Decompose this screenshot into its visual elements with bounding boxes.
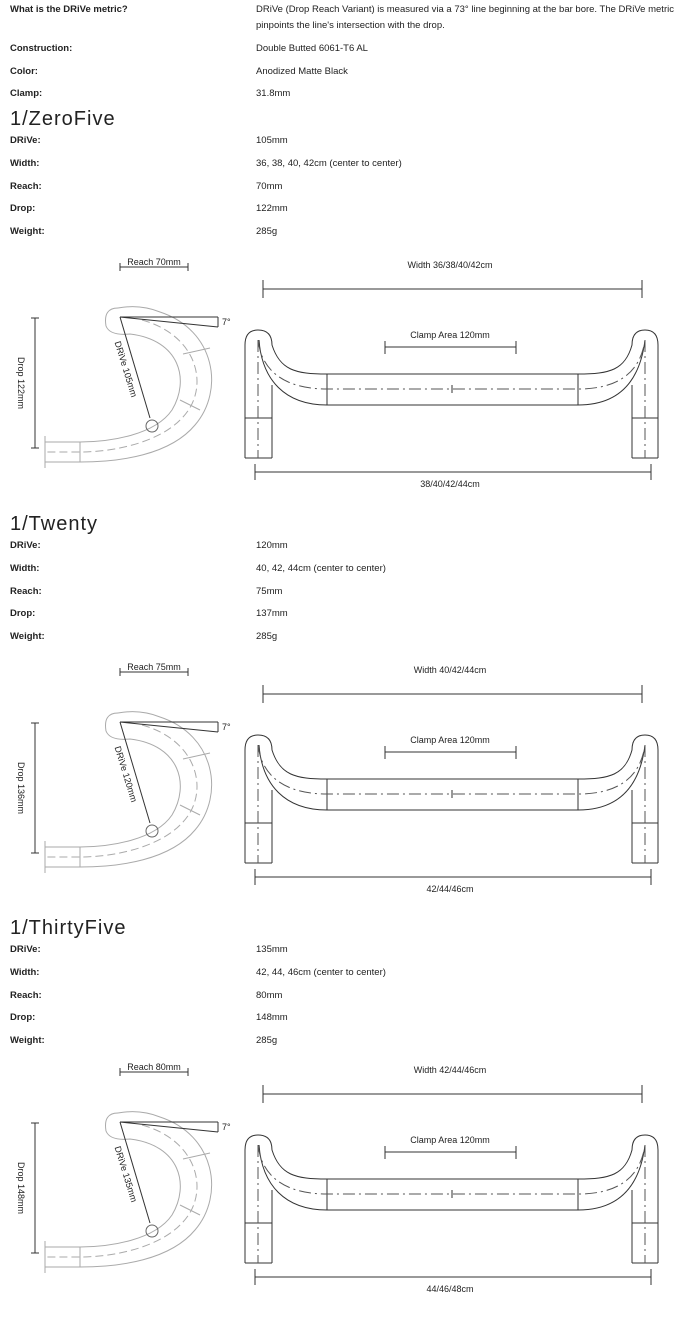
spec-label: Drop: bbox=[10, 1012, 36, 1024]
outer-width-label: 42/44/46cm bbox=[426, 884, 473, 894]
front-view bbox=[244, 685, 659, 885]
spec-label: What is the DRiVe metric? bbox=[10, 4, 128, 15]
spec-value: 285g bbox=[256, 631, 278, 643]
handlebar-diagram: Reach 75mm 7° Drop 136mm DRiVe 120mm Wid… bbox=[16, 662, 659, 894]
handlebar-diagram: Reach 80mm 7° Drop 148mm DRiVe 135mm Wid… bbox=[16, 1062, 659, 1294]
spec-label: Reach: bbox=[10, 180, 42, 192]
spec-value: 70mm bbox=[256, 180, 283, 192]
spec-value: Anodized Matte Black bbox=[256, 66, 348, 77]
model-title: 1/ThirtyFive bbox=[10, 917, 127, 939]
spec-value: 285g bbox=[256, 1035, 278, 1047]
spec-label: Width: bbox=[10, 157, 40, 169]
clamp-area-label: Clamp Area 120mm bbox=[410, 1135, 490, 1145]
model-title: 1/Twenty bbox=[10, 513, 99, 535]
spec-value: 148mm bbox=[256, 1012, 288, 1024]
spec-value: 36, 38, 40, 42cm (center to center) bbox=[256, 157, 402, 169]
drop-label: Drop 136mm bbox=[16, 762, 26, 814]
front-view bbox=[244, 280, 659, 480]
model-title: 1/ZeroFive bbox=[10, 108, 116, 130]
width-label: Width 42/44/46cm bbox=[414, 1065, 487, 1075]
spec-label: DRiVe: bbox=[10, 135, 41, 146]
reach-label: Reach 75mm bbox=[127, 662, 181, 672]
side-dimensions bbox=[31, 1068, 219, 1254]
side-view bbox=[44, 711, 213, 873]
spec-value: 105mm bbox=[256, 135, 288, 146]
side-dimensions bbox=[31, 668, 219, 854]
spec-value: Double Butted 6061-T6 AL bbox=[256, 43, 368, 54]
spec-label: Color: bbox=[10, 66, 38, 77]
spec-label: Weight: bbox=[10, 226, 45, 238]
clamp-area-label: Clamp Area 120mm bbox=[410, 735, 490, 745]
clamp-area-label: Clamp Area 120mm bbox=[410, 330, 490, 340]
spec-label: Weight: bbox=[10, 631, 45, 643]
spec-label: Clamp: bbox=[10, 88, 43, 99]
spec-value: 80mm bbox=[256, 989, 283, 1001]
handlebar-diagram: Reach 70mm 7° Drop 122mm DRiVe 105mm Wid… bbox=[16, 257, 659, 489]
reach-label: Reach 80mm bbox=[127, 1062, 181, 1072]
side-view bbox=[44, 1111, 213, 1273]
spec-label: Construction: bbox=[10, 43, 73, 54]
spec-value: 122mm bbox=[256, 203, 288, 215]
outer-width-label: 44/46/48cm bbox=[426, 1284, 473, 1294]
spec-value: 42, 44, 46cm (center to center) bbox=[256, 966, 386, 978]
angle-label: 7° bbox=[222, 317, 231, 327]
spec-value: 31.8mm bbox=[256, 88, 291, 99]
width-label: Width 36/38/40/42cm bbox=[407, 260, 492, 270]
side-view bbox=[44, 306, 213, 468]
front-view bbox=[244, 1085, 659, 1285]
spec-value: 75mm bbox=[256, 585, 283, 597]
drop-label: Drop 148mm bbox=[16, 1162, 26, 1214]
drop-label: Drop 122mm bbox=[16, 357, 26, 409]
spec-label: Weight: bbox=[10, 1035, 45, 1047]
reach-label: Reach 70mm bbox=[127, 257, 181, 267]
spec-label: Drop: bbox=[10, 608, 36, 620]
spec-value: 285g bbox=[256, 226, 278, 238]
spec-label: DRiVe: bbox=[10, 540, 41, 551]
spec-value: 40, 42, 44cm (center to center) bbox=[256, 562, 386, 574]
spec-value: 120mm bbox=[256, 540, 288, 551]
side-dimensions bbox=[31, 263, 219, 449]
spec-label: Drop: bbox=[10, 203, 36, 215]
spec-label: Width: bbox=[10, 562, 40, 574]
spec-value: DRiVe (Drop Reach Variant) is measured v… bbox=[256, 4, 674, 31]
outer-width-label: 38/40/42/44cm bbox=[420, 479, 480, 489]
spec-label: Reach: bbox=[10, 989, 42, 1001]
spec-value: 135mm bbox=[256, 944, 288, 955]
angle-label: 7° bbox=[222, 722, 231, 732]
spec-value: 137mm bbox=[256, 608, 288, 620]
width-label: Width 40/42/44cm bbox=[414, 665, 487, 675]
spec-label: Reach: bbox=[10, 585, 42, 597]
spec-label: Width: bbox=[10, 966, 40, 978]
spec-label: DRiVe: bbox=[10, 944, 41, 955]
angle-label: 7° bbox=[222, 1122, 231, 1132]
